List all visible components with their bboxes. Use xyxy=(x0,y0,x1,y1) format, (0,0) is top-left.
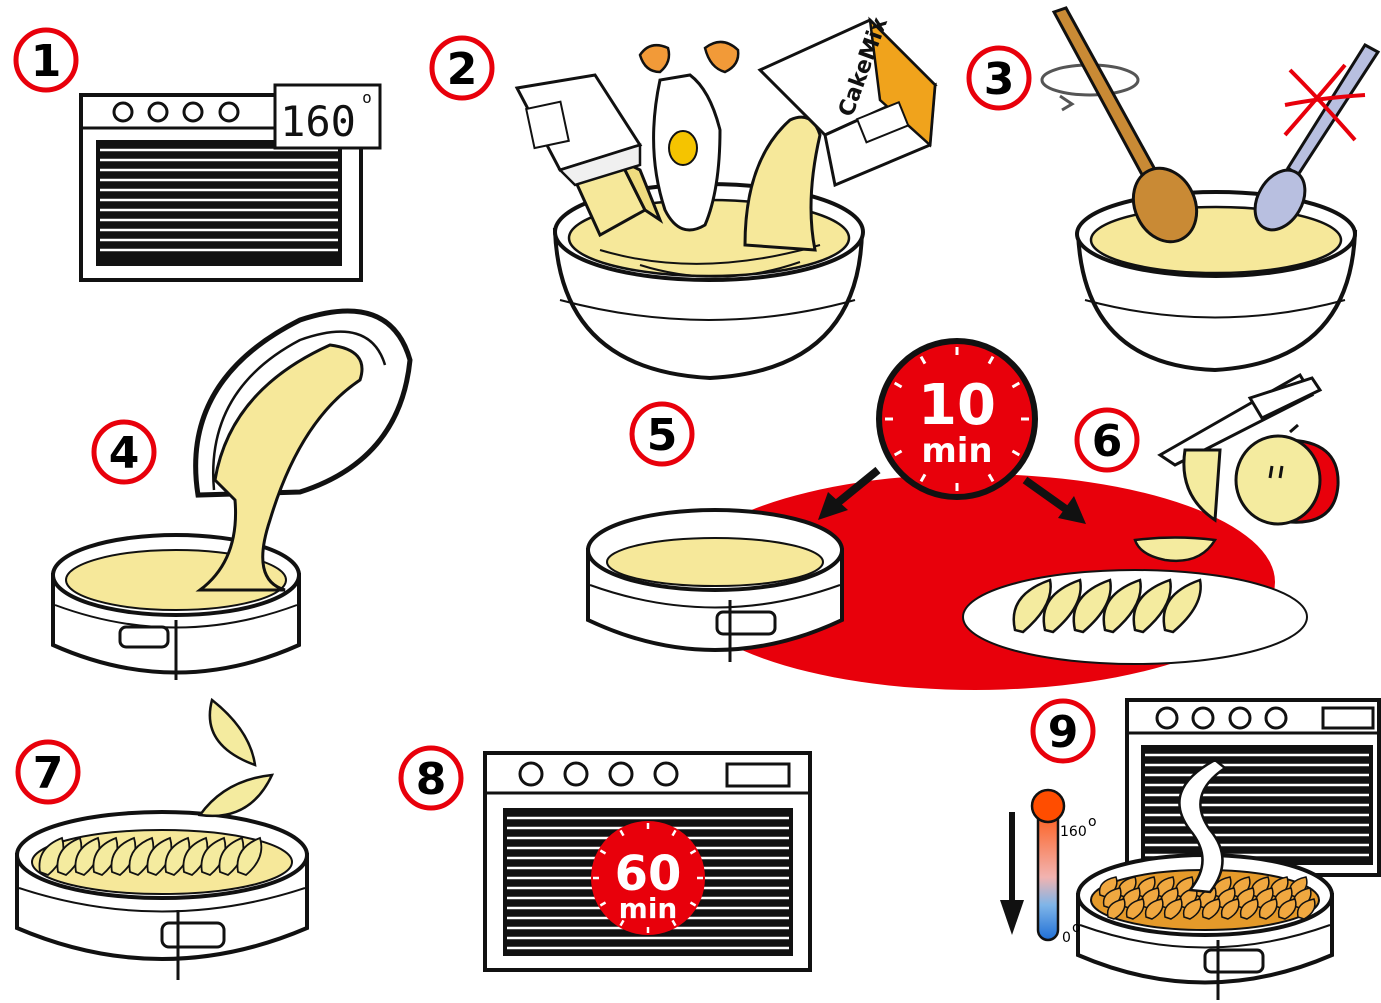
degree-symbol: o xyxy=(362,88,372,107)
oven-temperature: 160 xyxy=(280,97,356,146)
step-number: 2 xyxy=(447,44,478,95)
oven-icon xyxy=(1127,700,1379,875)
degree-symbol: o xyxy=(1088,814,1097,830)
step-number: 7 xyxy=(33,748,64,799)
step-number: 8 xyxy=(416,754,447,805)
step-3: 3 xyxy=(969,8,1378,370)
step-number-badge: 8 xyxy=(401,748,461,808)
step-number-badge: 4 xyxy=(94,422,154,482)
step-9: 9 160 o 0 o xyxy=(1000,700,1379,1000)
step-number: 1 xyxy=(31,36,62,87)
oven-temperature-display: 160 o xyxy=(275,85,380,148)
step-number-badge: 2 xyxy=(432,38,492,98)
step-number-badge: 1 xyxy=(16,30,76,90)
step-1: 1 160 o xyxy=(16,30,380,280)
step-number: 3 xyxy=(984,54,1015,105)
oven-icon: 160 o xyxy=(81,85,380,280)
step-number-badge: 9 xyxy=(1033,701,1093,761)
step-number: 9 xyxy=(1048,707,1079,758)
step-2: 2 xyxy=(432,14,935,378)
down-arrow-icon xyxy=(1000,812,1024,935)
step-8: 8 60 min xyxy=(401,748,810,970)
springform-pan-icon xyxy=(17,812,307,980)
apple-slice xyxy=(200,775,272,816)
batter-pour xyxy=(745,117,820,250)
timer-icon: 60 min xyxy=(591,821,705,935)
step-number: 6 xyxy=(1092,416,1123,467)
timer-value: 10 xyxy=(918,373,996,438)
step-number-badge: 5 xyxy=(632,404,692,464)
step-number-badge: 3 xyxy=(969,48,1029,108)
therm-high-label: 160 xyxy=(1060,824,1087,840)
step-4: 4 xyxy=(53,311,410,680)
apple-slice xyxy=(210,700,255,765)
therm-low-label: 0 xyxy=(1062,930,1071,946)
step-number-badge: 6 xyxy=(1077,410,1137,470)
mixing-bowl-icon xyxy=(1077,192,1355,370)
timer-icon: 10 min xyxy=(879,341,1035,497)
step-number: 4 xyxy=(109,428,140,479)
degree-symbol: o xyxy=(1072,920,1081,936)
milk-carton-icon xyxy=(517,75,640,185)
step-number-badge: 7 xyxy=(18,742,78,802)
step-7: 7 xyxy=(17,700,307,980)
timer-unit: min xyxy=(921,431,992,471)
oven-icon: 60 min xyxy=(485,753,810,970)
timer-unit: min xyxy=(619,892,678,925)
step-number: 5 xyxy=(647,410,678,461)
